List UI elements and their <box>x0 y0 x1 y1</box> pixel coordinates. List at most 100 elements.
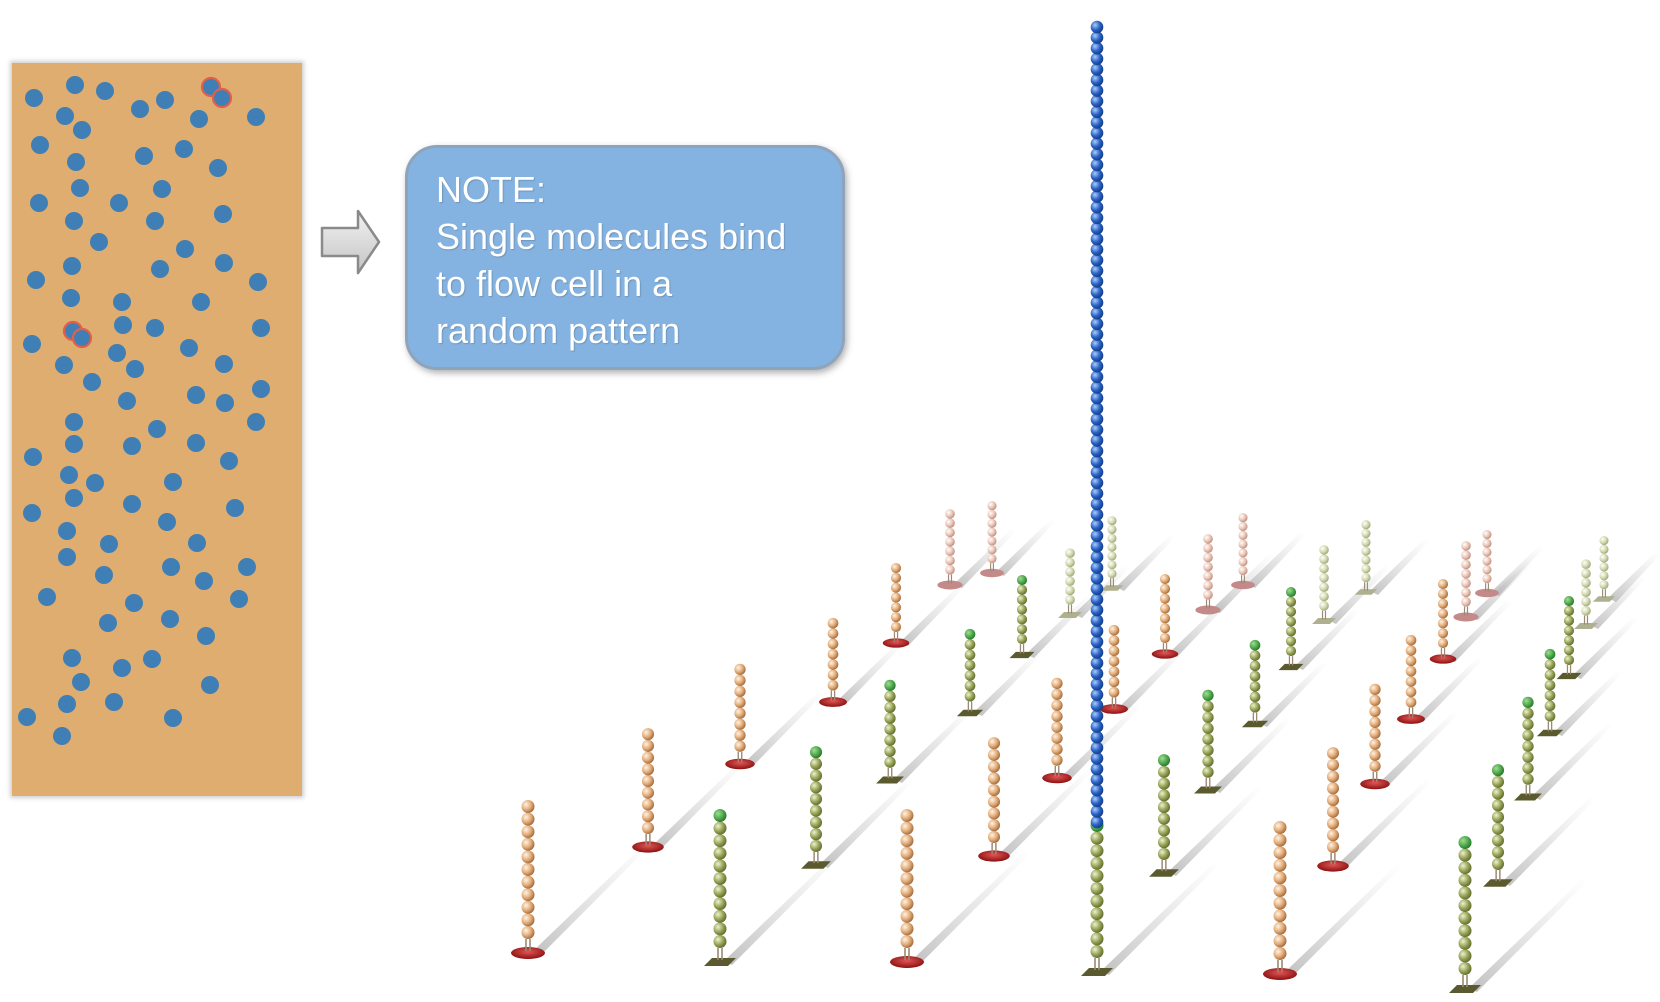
note-callout: NOTE: Single molecules bind to flow cell… <box>405 145 845 370</box>
note-title: NOTE: <box>436 169 547 210</box>
nucleotide-bead <box>1563 595 1575 607</box>
nucleotide-bead <box>1361 537 1371 547</box>
molecule-dot <box>135 147 153 165</box>
dna-strand <box>1592 536 1616 602</box>
nucleotide-bead <box>900 884 914 898</box>
dna-strand <box>1009 574 1035 659</box>
nucleotide-bead <box>1599 562 1609 572</box>
nucleotide-bead <box>713 821 727 835</box>
nucleotide-bead <box>1090 158 1104 172</box>
nucleotide-bead <box>1319 591 1329 602</box>
nucleotide-bead <box>734 685 746 698</box>
nucleotide-bead <box>1461 541 1471 551</box>
nucleotide-bead <box>641 739 655 752</box>
strand-anchor <box>1151 649 1179 659</box>
nucleotide-bead <box>1090 190 1104 203</box>
nucleotide-bead <box>1405 676 1417 687</box>
nucleotide-bead <box>1361 573 1371 583</box>
nucleotide-bead <box>1159 593 1171 604</box>
nucleotide-bead <box>734 729 746 741</box>
nucleotide-bead <box>890 612 902 623</box>
molecule-dot <box>220 452 238 470</box>
nucleotide-bead <box>1090 211 1104 225</box>
strand-anchor <box>819 697 847 707</box>
strand-anchor <box>1449 985 1481 993</box>
nucleotide-bead <box>890 562 902 574</box>
nucleotide-bead <box>987 527 997 537</box>
nucleotide-bead <box>809 757 823 770</box>
dna-strand <box>1058 548 1082 618</box>
dna-strand <box>1081 819 1113 976</box>
strand-shadow <box>1101 861 1222 975</box>
nucleotide-bead <box>1065 585 1075 596</box>
nucleotide-bead <box>1107 542 1117 552</box>
molecule-dot <box>24 448 42 466</box>
dna-strand <box>1453 541 1479 622</box>
nucleotide-bead <box>1581 587 1591 597</box>
nucleotide-bead <box>521 926 535 939</box>
nucleotide-bead <box>1326 840 1340 853</box>
nucleotide-bead <box>1491 834 1505 847</box>
strand-shadow <box>1469 878 1590 992</box>
nucleotide-bead <box>987 807 1001 820</box>
molecule-dot <box>113 293 131 311</box>
nucleotide-bead <box>1090 423 1104 437</box>
nucleotide-bead <box>1361 555 1371 565</box>
nucleotide-bead <box>1437 608 1449 619</box>
nucleotide-bead <box>1203 543 1213 554</box>
nucleotide-bead <box>1090 381 1104 394</box>
molecule-dot <box>190 110 208 128</box>
dna-strand <box>1312 545 1336 624</box>
nucleotide-bead <box>1369 727 1381 739</box>
strand-shadow <box>1116 535 1176 591</box>
nucleotide-bead <box>1016 633 1028 645</box>
nucleotide-bead <box>1090 275 1104 288</box>
nucleotide-bead <box>1090 752 1104 765</box>
strand-shadow <box>1447 600 1513 662</box>
nucleotide-bead <box>945 555 955 566</box>
nucleotide-bead <box>1563 645 1575 656</box>
dna-strand <box>632 728 664 853</box>
dna-strand <box>1397 634 1425 724</box>
nucleotide-bead <box>1249 691 1261 703</box>
nucleotide-bead <box>900 846 914 860</box>
nucleotide-bead <box>945 565 955 575</box>
nucleotide-bead <box>1016 624 1028 635</box>
nucleotide-bead <box>1273 909 1287 923</box>
nucleotide-bead <box>1491 787 1505 800</box>
nucleotide-bead <box>1090 41 1104 55</box>
strand-shadow <box>1573 617 1639 679</box>
nucleotide-bead <box>521 913 535 927</box>
nucleotide-bead <box>1016 614 1028 625</box>
nucleotide-bead <box>1461 578 1471 588</box>
molecule-dot <box>108 344 126 362</box>
strand-anchor <box>1453 612 1479 622</box>
nucleotide-bead <box>1090 794 1104 808</box>
molecule-dot <box>25 89 43 107</box>
molecule-dot <box>215 355 233 373</box>
nucleotide-bead <box>1482 556 1492 566</box>
nucleotide-bead <box>1051 743 1063 755</box>
nucleotide-bead <box>1090 253 1104 267</box>
strand-anchor <box>1042 772 1072 784</box>
molecule-dot <box>143 650 161 668</box>
nucleotide-bead <box>987 795 1001 808</box>
nucleotide-bead <box>1090 741 1104 755</box>
nucleotide-bead <box>1090 232 1104 246</box>
strand-shadow <box>1470 561 1533 620</box>
nucleotide-bead <box>1249 670 1261 682</box>
strand-shadow <box>1337 779 1432 869</box>
nucleotide-bead <box>1491 811 1505 824</box>
nucleotide-bead <box>1458 949 1472 963</box>
nucleotide-bead <box>1203 562 1213 572</box>
nucleotide-bead <box>713 846 727 860</box>
nucleotide-bead <box>809 781 823 794</box>
nucleotide-bead <box>521 825 535 839</box>
nucleotide-bead <box>987 772 1001 785</box>
strand-shadow <box>974 651 1043 716</box>
strand-shadow <box>724 851 845 965</box>
nucleotide-bead <box>1051 754 1063 766</box>
nucleotide-bead <box>1157 836 1171 849</box>
nucleotide-bead <box>1090 402 1104 415</box>
nucleotide-bead <box>987 737 1001 750</box>
